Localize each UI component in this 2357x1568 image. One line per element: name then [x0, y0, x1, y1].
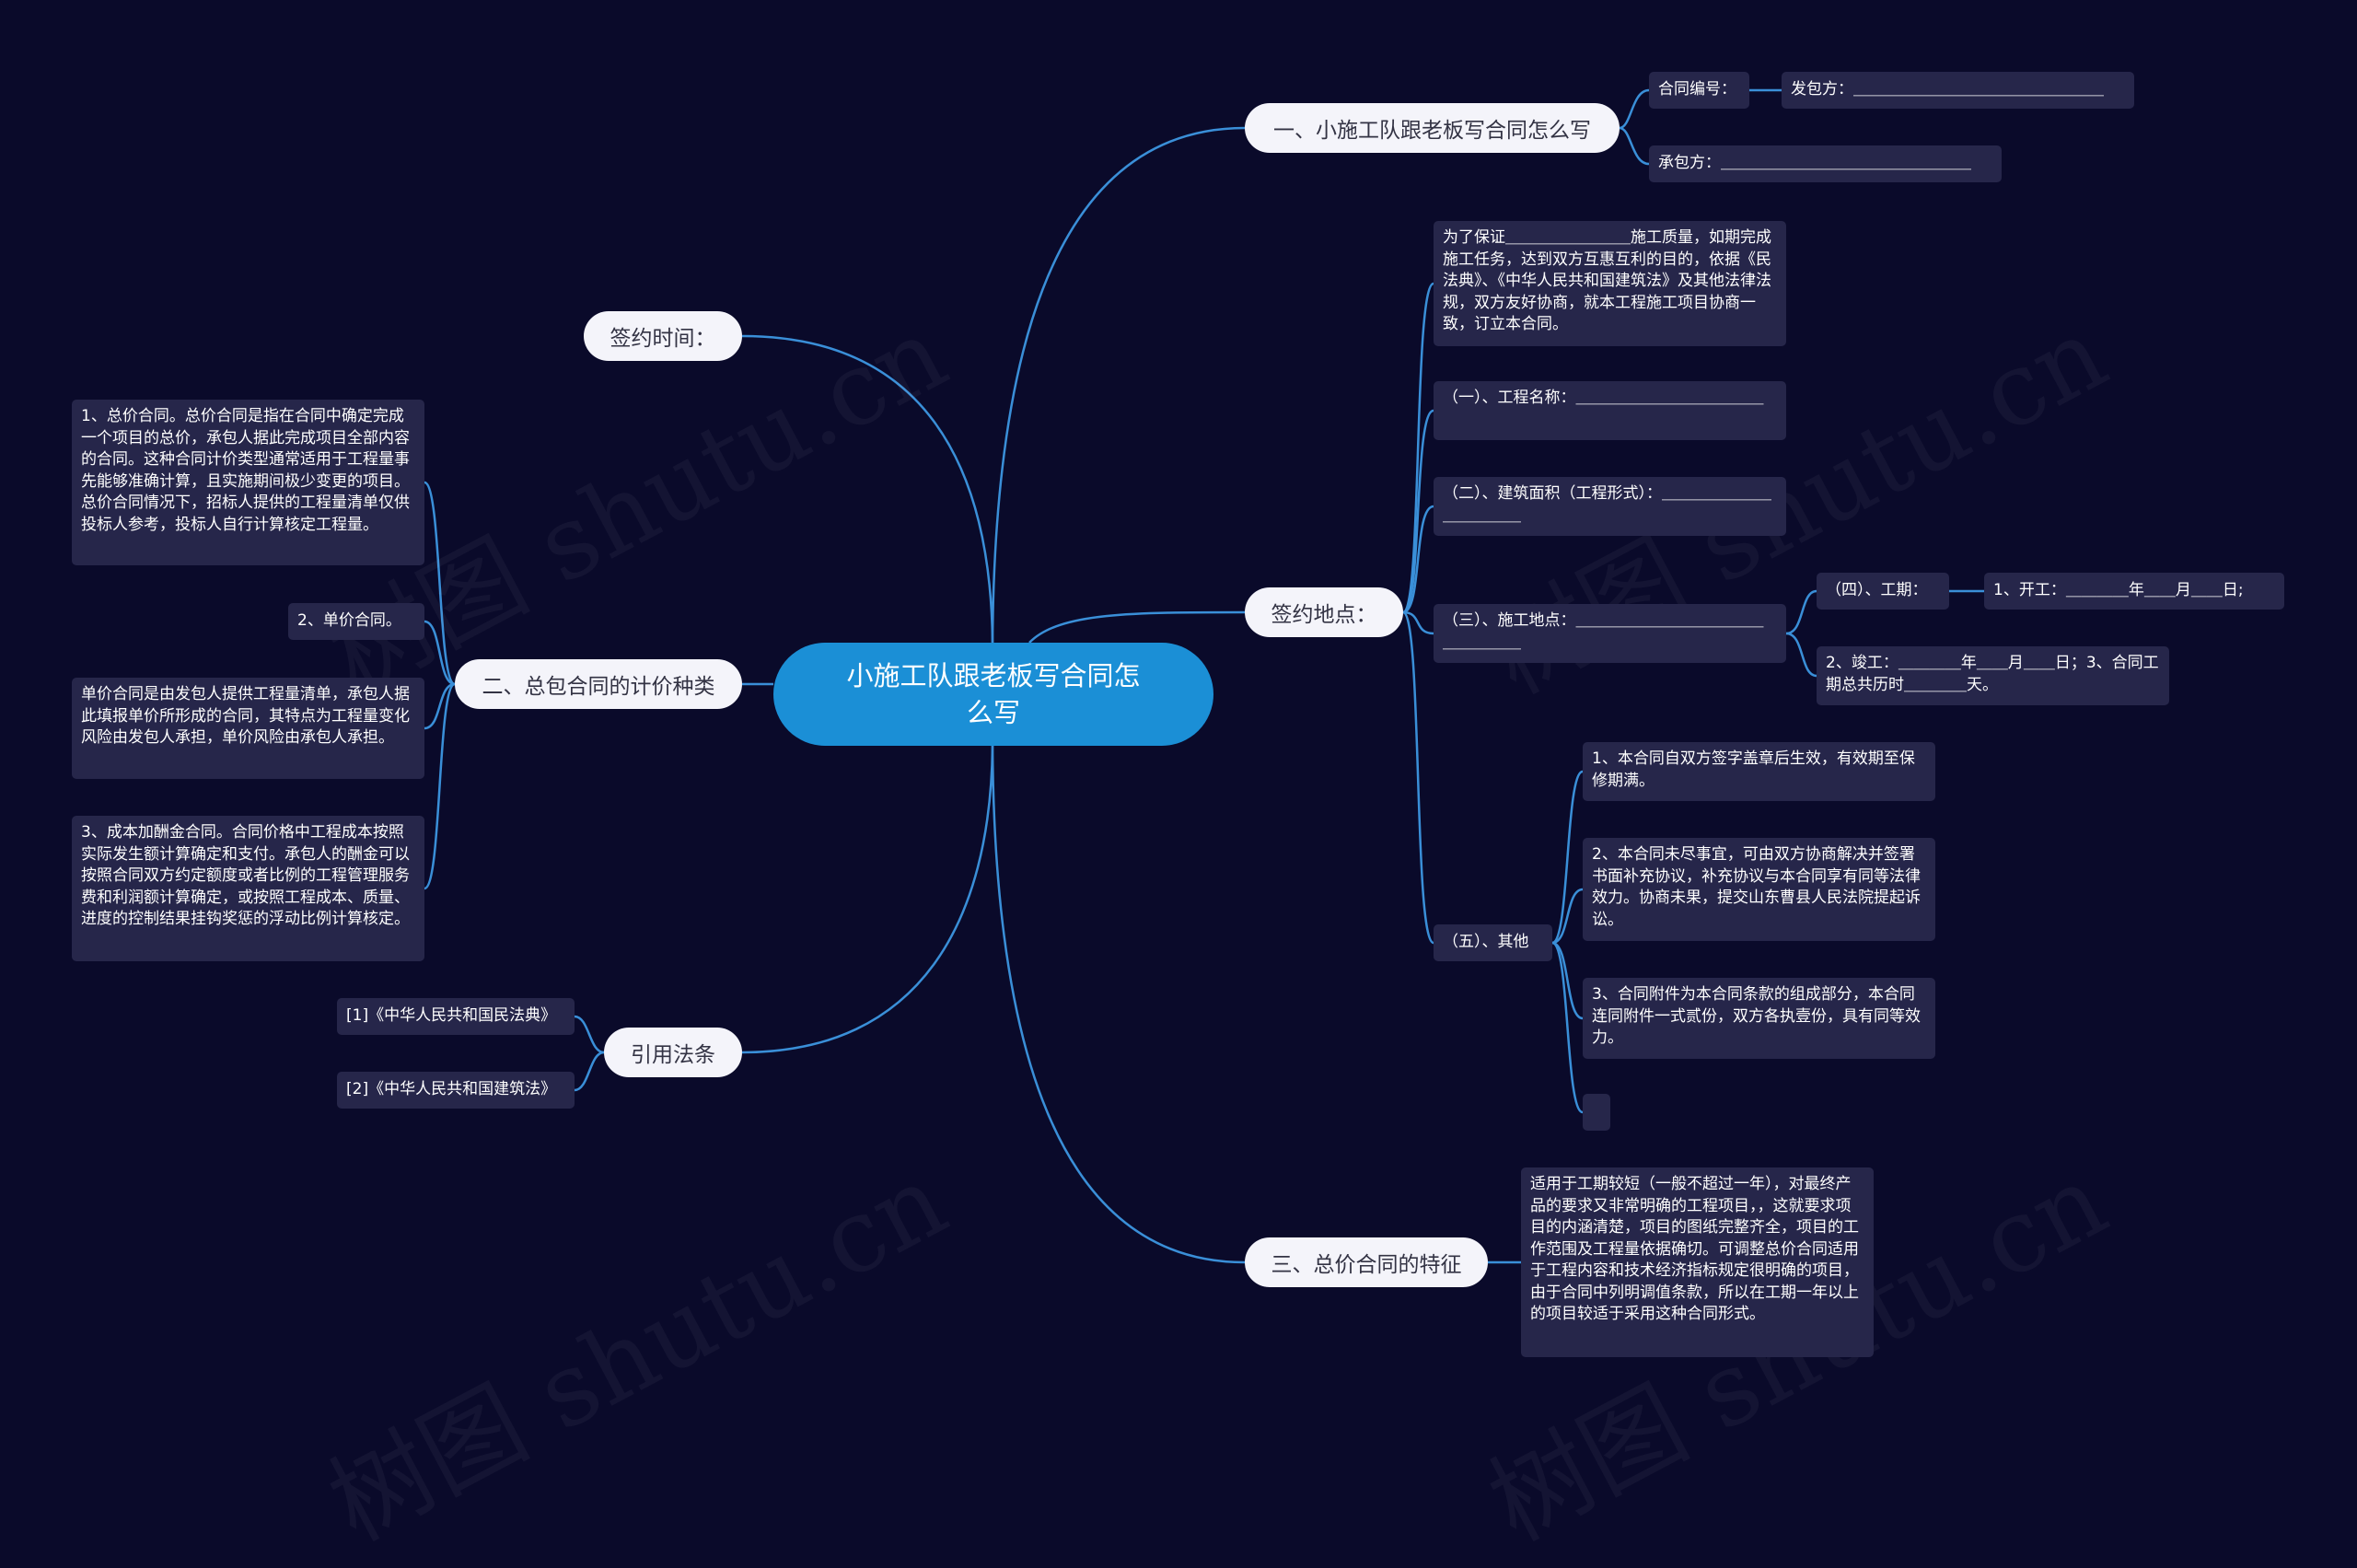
- leaf-pricing-2[interactable]: 2、单价合同。: [288, 603, 424, 640]
- leaf-start-date[interactable]: 1、开工：＿＿＿＿年＿＿月＿＿日;: [1984, 573, 2284, 610]
- branch-how-to-write[interactable]: 一、小施工队跟老板写合同怎么写: [1245, 103, 1620, 153]
- connector-b2-site: [1402, 610, 1434, 635]
- leaf-employer[interactable]: 发包方：＿＿＿＿＿＿＿＿＿＿＿＿＿＿＿＿: [1782, 72, 2134, 109]
- connector-b2-projectname: [1402, 409, 1434, 614]
- mindmap-connectors: [424, 88, 1984, 1264]
- connector-site-period: [1785, 589, 1817, 635]
- leaf-project-name[interactable]: （一）、工程名称：＿＿＿＿＿＿＿＿＿＿＿＿: [1434, 381, 1786, 440]
- leaf-law-2[interactable]: [2]《中华人民共和国建筑法》: [337, 1072, 575, 1109]
- leaf-other-1[interactable]: 1、本合同自双方签字盖章后生效，有效期至保修期满。: [1583, 742, 1935, 801]
- leaf-finish-date[interactable]: 2、竣工：＿＿＿＿年＿＿月＿＿日；3、合同工期总共历时＿＿＿＿天。: [1817, 646, 2169, 705]
- connector-pricing-2: [424, 620, 456, 686]
- connector-root-b1: [991, 126, 1246, 644]
- leaf-preamble[interactable]: 为了保证＿＿＿＿＿＿＿＿施工质量，如期完成施工任务，达到双方互惠互利的目的，依据…: [1434, 221, 1786, 346]
- leaf-pricing-3[interactable]: 3、成本加酬金合同。合同价格中工程成本按照实际发生额计算确定和支付。承包人的酬金…: [72, 816, 424, 961]
- connector-other-3: [1551, 941, 1584, 1020]
- connector-pricing-2desc: [424, 682, 456, 730]
- connector-root-laws: [741, 745, 994, 1054]
- connector-laws-2: [574, 1051, 605, 1092]
- connector-root-signtime: [741, 334, 994, 644]
- connector-other-4: [1551, 941, 1584, 1114]
- branch-total-price-features[interactable]: 三、总价合同的特征: [1245, 1237, 1488, 1287]
- connector-other-1: [1551, 770, 1584, 945]
- leaf-other-3[interactable]: 3、合同附件为本合同条款的组成部分，本合同连同附件一式贰份，双方各执壹份，具有同…: [1583, 978, 1935, 1059]
- leaf-law-1[interactable]: [1]《中华人民共和国民法典》: [337, 998, 575, 1035]
- leaf-pricing-1[interactable]: 1、总价合同。总价合同是指在合同中确定完成一个项目的总价，承包人据此完成项目全部…: [72, 400, 424, 565]
- connector-b2-preamble: [1401, 282, 1435, 614]
- connector-root-b2: [1028, 610, 1246, 644]
- root-topic[interactable]: 小施工队跟老板写合同怎么写: [773, 643, 1213, 746]
- branch-sign-time[interactable]: 签约时间：: [584, 311, 742, 361]
- leaf-other-4[interactable]: [1583, 1094, 1610, 1131]
- connector-pricing-3: [424, 682, 456, 890]
- connector-pricing-1: [424, 481, 456, 686]
- connector-other-2: [1551, 888, 1584, 945]
- leaf-contract-no[interactable]: 合同编号：: [1649, 72, 1749, 109]
- leaf-pricing-2-desc[interactable]: 单价合同是由发包人提供工程量清单，承包人据此填报单价所形成的合同，其特点为工程量…: [72, 678, 424, 779]
- branch-cited-laws[interactable]: 引用法条: [604, 1028, 742, 1077]
- leaf-period[interactable]: （四）、工期：: [1817, 573, 1949, 610]
- connector-b2-area: [1402, 505, 1434, 614]
- branch-sign-place[interactable]: 签约地点：: [1245, 587, 1403, 637]
- leaf-other-2[interactable]: 2、本合同未尽事宜，可由双方协商解决并签署书面补充协议，补充协议与本合同享有同等…: [1583, 838, 1935, 941]
- leaf-site[interactable]: （三）、施工地点：＿＿＿＿＿＿＿＿＿＿＿＿＿＿＿＿＿: [1434, 604, 1786, 663]
- branch-pricing-types[interactable]: 二、总包合同的计价种类: [455, 659, 742, 709]
- leaf-other[interactable]: （五）、其他: [1434, 924, 1552, 961]
- connector-laws-1: [574, 1015, 605, 1054]
- connector-site-finish: [1785, 632, 1817, 678]
- leaf-total-price-features[interactable]: 适用于工期较短（一般不超过一年），对最终产品的要求又非常明确的工程项目，，这就要…: [1521, 1167, 1874, 1357]
- connector-b1-contractor: [1619, 126, 1650, 166]
- leaf-building-area[interactable]: （二）、建筑面积（工程形式）：＿＿＿＿＿＿＿＿＿＿＿＿: [1434, 477, 1786, 536]
- connector-b1-contractno: [1619, 88, 1650, 130]
- leaf-contractor[interactable]: 承包方：＿＿＿＿＿＿＿＿＿＿＿＿＿＿＿＿: [1649, 145, 2002, 182]
- connector-b2-other: [1401, 610, 1435, 945]
- connector-root-b3: [991, 745, 1246, 1264]
